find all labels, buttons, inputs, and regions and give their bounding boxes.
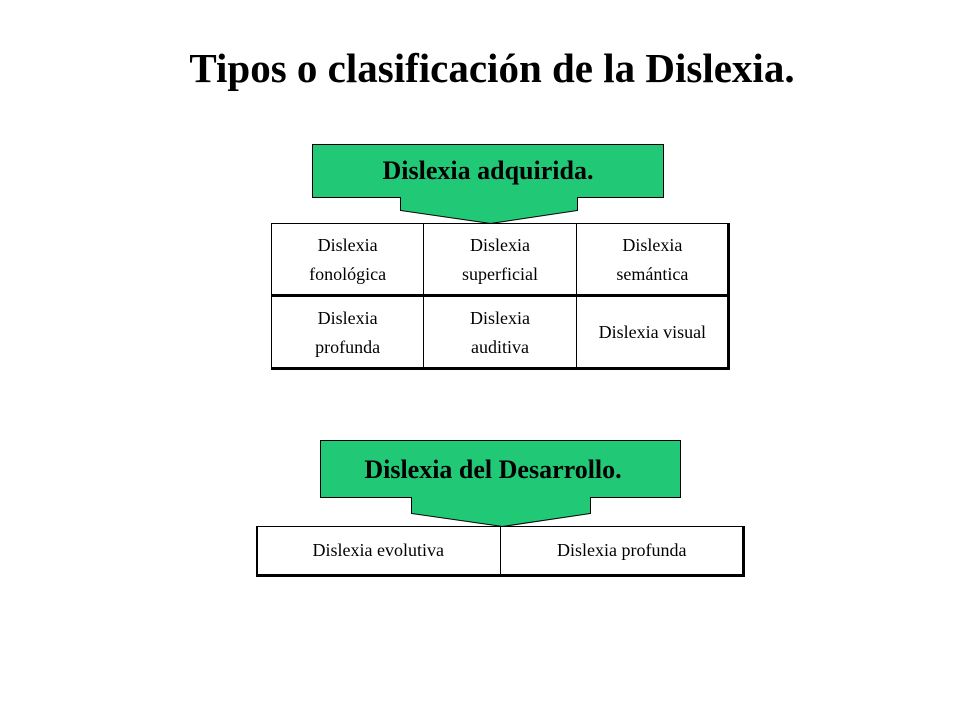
table-shadow-bottom — [256, 574, 745, 577]
developmental-callout-shape — [320, 440, 681, 528]
cell-text: Dislexia profunda — [557, 540, 687, 560]
table-cell: Dislexia profunda — [270, 296, 425, 369]
table-shadow-bottom — [271, 367, 730, 370]
table-row: Dislexia fonológica Dislexia superficial… — [270, 223, 730, 297]
cell-text: Dislexia profunda — [315, 307, 381, 357]
developmental-types-table: Dislexia evolutiva Dislexia profunda — [256, 526, 744, 575]
table-row: Dislexia profunda Dislexia auditiva Disl… — [270, 296, 730, 369]
cell-text: Dislexia visual — [598, 322, 707, 342]
cell-text: Dislexia fonológica — [309, 235, 387, 284]
table-cell: Dislexia profunda — [499, 526, 744, 575]
table-shadow-left — [256, 526, 258, 577]
table-cell: Dislexia semántica — [575, 223, 730, 297]
table-divider — [271, 294, 730, 296]
cell-text: Dislexia semántica — [616, 235, 689, 284]
table-cell: Dislexia fonológica — [270, 223, 425, 297]
cell-text: Dislexia superficial — [462, 235, 538, 284]
acquired-callout: Dislexia adquirida. — [312, 144, 666, 228]
table-shadow-right — [727, 223, 730, 370]
developmental-callout-label: Dislexia del Desarrollo. — [364, 455, 622, 484]
cell-text: Dislexia evolutiva — [312, 540, 444, 560]
table-cell: Dislexia auditiva — [423, 296, 577, 369]
table-shadow-right — [742, 526, 745, 577]
table-cell: Dislexia evolutiva — [256, 526, 501, 575]
slide-title: Tipos o clasificación de la Dislexia. — [189, 45, 795, 91]
cell-text: Dislexia auditiva — [469, 307, 530, 357]
developmental-callout: Dislexia del Desarrollo. — [320, 440, 684, 530]
table-cell: Dislexia superficial — [423, 223, 577, 297]
acquired-callout-shape — [312, 144, 664, 225]
acquired-callout-label: Dislexia adquirida. — [382, 156, 594, 185]
table-cell: Dislexia visual — [575, 296, 730, 369]
acquired-types-table: Dislexia fonológica Dislexia superficial… — [270, 223, 730, 369]
table-row: Dislexia evolutiva Dislexia profunda — [256, 526, 744, 575]
